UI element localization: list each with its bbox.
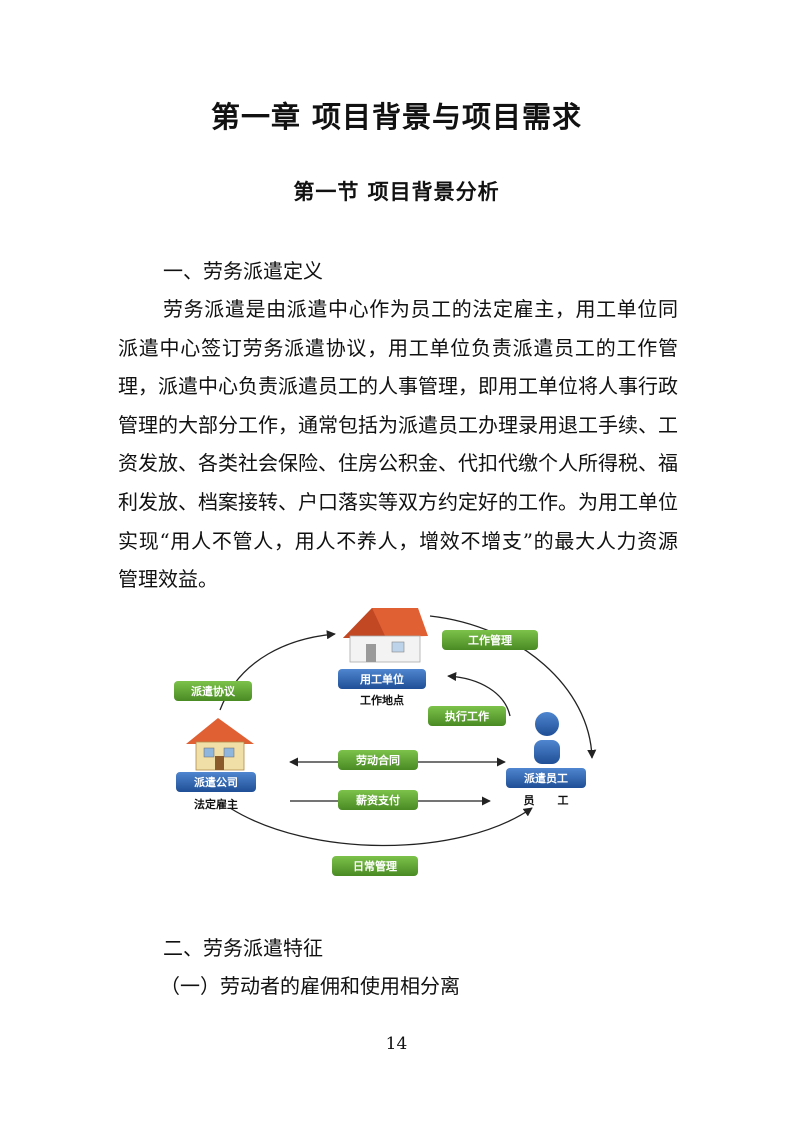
dispatched-employee-label: 派遣员工 (524, 771, 568, 785)
house-icon (186, 718, 254, 771)
employer-unit-label: 用工单位 (360, 672, 404, 686)
labor-contract-badge (338, 750, 418, 770)
dispatch-agreement-label: 派遣协议 (191, 684, 236, 698)
salary-payment-badge (338, 790, 418, 810)
house-icon (343, 608, 428, 663)
work-management-badge (442, 630, 538, 650)
dispatch-agreement-badge (174, 681, 252, 701)
employee-label: 员 工 (524, 794, 569, 807)
arrow-execute-work (447, 671, 511, 717)
heading-employment-separation: （一）劳动者的雇佣和使用相分离 (160, 974, 460, 998)
daily-management-label: 日常管理 (353, 859, 397, 873)
workplace-label: 工作地点 (360, 693, 404, 707)
execute-work-label: 执行工作 (445, 709, 489, 723)
salary-payment-label: 薪资支付 (356, 793, 400, 807)
daily-management-badge (332, 856, 418, 876)
labor-contract-label: 劳动合同 (356, 753, 400, 767)
page-number: 14 (385, 1034, 408, 1054)
execute-work-badge (428, 706, 506, 726)
legal-employer-label: 法定雇主 (194, 797, 238, 811)
arrow-work-management (429, 615, 597, 759)
dispatch-company-badge (176, 772, 256, 792)
employer-unit-badge (338, 669, 426, 689)
work-management-label: 工作管理 (468, 633, 512, 647)
dispatched-employee-badge (506, 768, 586, 788)
heading-dispatch-features: 二、劳务派遣特征 (163, 936, 323, 960)
heading-dispatch-definition: 一、劳务派遣定义 (163, 259, 323, 283)
section-title: 第一节 项目背景分析 (293, 180, 500, 204)
paragraph-dispatch-definition: 劳务派遣是由派遣中心作为员工的法定雇主，用工单位同派遣中心签订劳务派遣协议，用工… (118, 297, 678, 592)
arrow-daily-management (229, 807, 533, 847)
labor-dispatch-diagram: 用工单位 工作地点 工作管理 派遣协议 执行工作 派遣公司 法定雇主 劳动合同 … (174, 608, 597, 876)
chapter-title: 第一章 项目背景与项目需求 (210, 100, 583, 134)
person-icon (534, 712, 560, 764)
dispatch-company-label: 派遣公司 (194, 775, 238, 789)
